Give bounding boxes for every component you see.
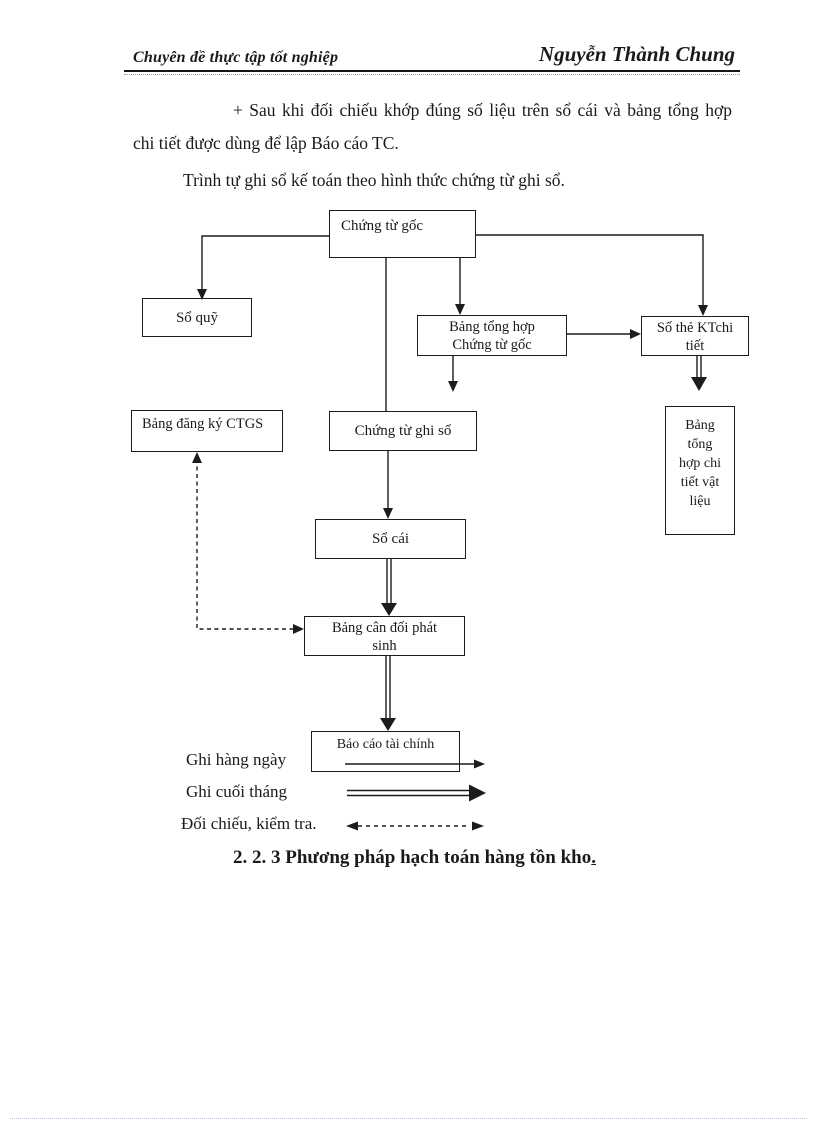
- paragraph-1-line-1: + Sau khi đối chiếu khớp đúng số liệu tr…: [233, 100, 732, 120]
- arrow-chungtughiso-to-socai: [383, 451, 393, 519]
- arrowhead-down-icon: [691, 377, 707, 391]
- legend-label-check: Đối chiếu, kiểm tra.: [181, 814, 317, 833]
- flow-box-label: Bảng đăng ký CTGS: [142, 416, 264, 432]
- flow-box-label-line: Số thẻ KTchi: [656, 320, 734, 336]
- flow-box-label: Sổ cái: [371, 531, 410, 547]
- arrowhead-right-icon: [630, 329, 641, 339]
- arrow-bangtonghop-down: [448, 355, 458, 392]
- page-bottom-dotted-rule: [10, 1118, 807, 1119]
- header-rule-shadow: [124, 74, 740, 75]
- paragraph-1-line-2: chi tiết được dùng để lập Báo cáo TC.: [133, 133, 399, 153]
- flow-box-label-line: Bảng tổng hợp: [449, 319, 535, 335]
- arrowhead-down-icon: [380, 718, 396, 731]
- arrowhead-down-icon: [455, 304, 465, 315]
- legend-monthly-arrow: [347, 784, 486, 802]
- arrow-chungtugoc-to-sothekt: [476, 234, 708, 316]
- arrowhead-down-icon: [698, 305, 708, 316]
- legend-label-daily: Ghi hàng ngày: [186, 750, 287, 769]
- arrowhead-up-icon: [192, 452, 202, 463]
- flow-box-label-line: hợp chi: [678, 456, 721, 471]
- arrow-bangtonghop-to-sothekt: [567, 329, 641, 339]
- legend-daily-arrow: [345, 759, 485, 769]
- flow-box-label-line: liệu: [689, 494, 711, 509]
- flow-box-label-line: Bảng: [685, 418, 715, 433]
- flow-box-label-line: sinh: [372, 638, 397, 654]
- flow-box-bang-dang-ky-ctgs: Bảng đăng ký CTGS: [131, 410, 283, 452]
- connector-line: [476, 234, 704, 309]
- flow-box-label: Chứng từ gốc: [341, 218, 424, 234]
- arrow-chungtugoc-to-bangtonghop: [455, 258, 465, 315]
- section-heading-text: 2. 2. 3 Phương pháp hạch toán hàng tồn k…: [233, 847, 592, 868]
- flow-box-bang-can-doi-phat-sinh: Bảng cân đối phát sinh: [304, 616, 465, 656]
- flow-box-label-line: Chứng từ gốc: [452, 337, 532, 353]
- flow-box-label-line: tiết vật: [680, 475, 720, 490]
- double-arrow-sothekt-to-bangtonghopvl: [691, 356, 707, 391]
- header-rule: [124, 70, 740, 72]
- flow-box-so-cai: Sổ cái: [315, 519, 466, 559]
- header-course-title: Chuyên đề thực tập tốt nghiệp: [133, 49, 339, 66]
- arrowhead-right-icon: [472, 821, 484, 831]
- arrowhead-right-icon: [469, 784, 486, 802]
- connector-line: [201, 235, 329, 293]
- flow-box-label: Chứng từ ghi sổ: [354, 423, 452, 439]
- double-arrow-bangcandoi-to-baocao: [380, 656, 396, 731]
- dashed-arrow-bangcandoi-to-bangdangky: [192, 452, 304, 634]
- flow-box-bao-cao-tai-chinh: Báo cáo tài chính: [311, 731, 460, 772]
- legend-label-monthly: Ghi cuối tháng: [186, 782, 288, 801]
- flow-box-chung-tu-ghi-so: Chứng từ ghi sổ: [329, 411, 477, 451]
- arrowhead-down-icon: [383, 508, 393, 519]
- arrow-chungtugoc-to-soquy: [197, 235, 329, 300]
- section-heading-trailing-period: .: [591, 847, 596, 868]
- flow-box-chung-tu-goc: Chứng từ gốc: [329, 210, 476, 258]
- flow-box-bang-tong-hop-chung-tu-goc: Bảng tổng hợp Chứng từ gốc: [417, 315, 567, 356]
- flow-box-label-line: tổng: [687, 437, 713, 452]
- flow-box-so-quy: Sổ quỹ: [142, 298, 252, 337]
- flow-box-label-line: tiết: [685, 338, 705, 354]
- arrowhead-down-icon: [381, 603, 397, 616]
- double-arrow-socai-to-bangcandoi: [381, 559, 397, 616]
- arrowhead-down-icon: [197, 289, 207, 300]
- flow-box-bang-tong-hop-chi-tiet-vat-lieu: Bảng tổng hợp chi tiết vật liệu: [665, 406, 735, 535]
- arrowhead-down-icon: [448, 381, 458, 392]
- connector-line-dashed: [196, 459, 296, 630]
- header-author-name: Nguyễn Thành Chung: [538, 42, 735, 66]
- flow-box-label: Báo cáo tài chính: [336, 737, 435, 752]
- arrowhead-left-icon: [346, 821, 358, 831]
- paragraph-2: Trình tự ghi sổ kế toán theo hình thức c…: [183, 170, 565, 190]
- arrowhead-right-icon: [474, 759, 485, 769]
- legend-check-arrow: [346, 821, 484, 831]
- flow-box-label: Sổ quỹ: [175, 309, 219, 326]
- section-heading: 2. 2. 3 Phương pháp hạch toán hàng tồn k…: [233, 847, 596, 869]
- flow-box-label-line: Bảng cân đối phát: [331, 620, 438, 636]
- arrowhead-right-icon: [293, 624, 304, 634]
- flow-box-so-the-kt-chi-tiet: Số thẻ KTchi tiết: [641, 316, 749, 356]
